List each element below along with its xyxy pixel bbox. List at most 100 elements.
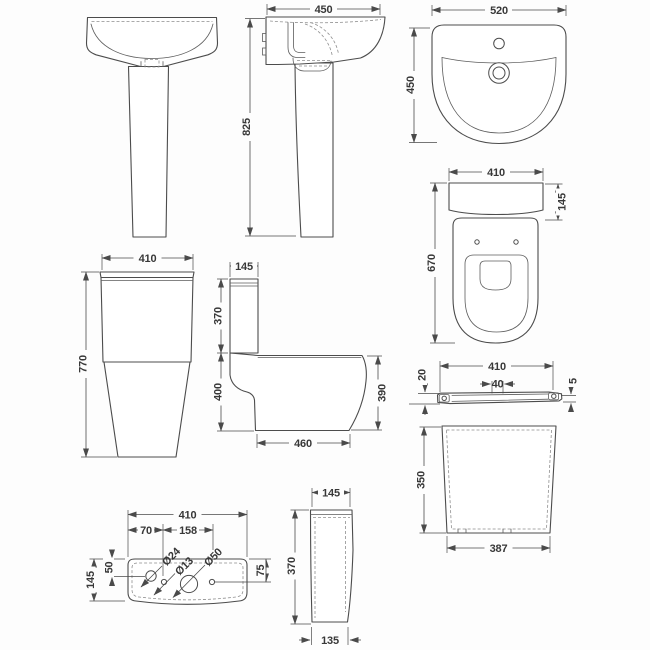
basin-top-outline [431, 24, 567, 145]
dim-label: 158 [179, 525, 197, 537]
dim-label: 70 [140, 525, 152, 537]
toilet-front-lid [99, 271, 195, 279]
dim-basin-top-depth: 450 [404, 27, 437, 143]
toilet-top-cistern [448, 182, 544, 216]
cistern-side-wall-dashed [314, 521, 346, 618]
cistern-side-view: 145 370 135 [285, 487, 361, 647]
toilet-top-bowl [452, 217, 539, 344]
dim-cistern-side-height: 370 [285, 509, 311, 625]
seat-hinge-pin [551, 393, 557, 399]
dim-label: 387 [490, 543, 508, 555]
toilet-side-cistern-lid-lines [229, 282, 259, 287]
dim-label: 135 [321, 635, 339, 647]
cistern-hole-24 [145, 570, 157, 582]
pan-rear-feet-ticks [457, 528, 512, 534]
dim-label: 460 [294, 438, 312, 450]
basin-front-pedestal [127, 65, 170, 238]
dim-seat-width: 410 [439, 360, 554, 392]
cistern-plan-inner-dashed [131, 562, 244, 601]
basin-front-view [85, 16, 219, 238]
dim-label: 50 [103, 562, 115, 574]
dim-pan-rear-width: 387 [446, 536, 551, 555]
seat-hinge-hole [474, 239, 480, 245]
toilet-front-base [103, 361, 191, 458]
dim-basin-side-height: 825 [240, 18, 296, 237]
basin-side-bracket-notch [262, 33, 267, 42]
dim-cistern-side-base-depth: 135 [299, 627, 361, 647]
dim-label: 350 [415, 471, 427, 489]
cistern-hole-50 [179, 574, 199, 594]
dim-seat-hinge-drop: 20 [409, 365, 440, 415]
basin-tap-hole-inner [492, 66, 506, 80]
dim-label: 770 [77, 355, 89, 373]
dim-label: 400 [212, 383, 224, 401]
basin-side-trap-lip [292, 57, 332, 72]
pan-rear-inner-dashed [446, 429, 552, 530]
dim-toilet-top-cistern-depth: 145 [545, 183, 568, 221]
dim-toilet-front-width: 410 [101, 252, 194, 270]
toilet-top-flush-area [479, 260, 512, 291]
dim-cistern-plan-offsets: 70 158 [127, 524, 214, 576]
dim-toilet-side-cistern-height: 370 [212, 278, 228, 354]
dim-label: 145 [322, 487, 340, 499]
basin-side-bowl-dashed [304, 22, 339, 58]
basin-side-rim-dashed [269, 19, 382, 24]
toilet-side-pan [229, 352, 367, 432]
basin-front-ledge-ticks [140, 61, 164, 67]
basin-overflow-hole [493, 37, 505, 50]
cistern-hole-side [208, 578, 216, 586]
dim-label: 670 [426, 254, 438, 272]
dim-toilet-top-width: 410 [448, 166, 544, 181]
dim-seat-edge-thickness: 5 [561, 375, 579, 412]
dim-label: 450 [405, 76, 417, 94]
dim-basin-top-width: 520 [431, 4, 567, 17]
dim-label: 75 [255, 565, 267, 577]
dim-cistern-plan-side-offset: 75 [215, 558, 271, 583]
dim-label: 5 [567, 378, 579, 384]
dim-label: 410 [179, 509, 197, 521]
toilet-side-view: 145 370 400 390 [212, 260, 388, 450]
seat-profile-view: 410 40 20 5 [409, 360, 579, 415]
basin-side-bracket-notch [262, 47, 267, 56]
seat-hinge-pin [441, 395, 447, 401]
toilet-top-seat-ring [464, 254, 529, 333]
dim-cistern-side-top-depth: 145 [311, 487, 351, 507]
pan-rear-view: 350 387 [415, 425, 557, 555]
toilet-front-view: 410 770 [77, 252, 195, 458]
dim-cistern-plan-width: 410 [127, 509, 248, 557]
pan-rear-outline [441, 425, 557, 534]
basin-side-pedestal [294, 62, 334, 238]
dim-label: 410 [488, 361, 506, 373]
seat-profile-inner-lines [451, 393, 549, 402]
dim-pan-rear-height: 350 [415, 426, 446, 534]
dim-seat-hinge-centres: 40 [480, 379, 515, 394]
toilet-top-view: 410 145 670 [425, 166, 568, 344]
toilet-side-cistern [229, 278, 259, 354]
dim-label: 825 [241, 118, 253, 136]
cistern-plan-view: 410 70 158 Ø24 Ø13 Ø50 [84, 509, 271, 605]
dim-toilet-top-depth: 670 [425, 182, 455, 344]
dim-label: 370 [286, 557, 298, 575]
basin-front-outline [85, 16, 219, 68]
dim-label: 370 [212, 307, 224, 325]
dim-label: 410 [487, 167, 505, 179]
dim-cistern-plan-depth: 145 [84, 558, 125, 602]
dim-label: 410 [139, 253, 157, 265]
dim-toilet-side-cistern-depth: 145 [229, 260, 259, 277]
basin-top-view: 520 450 [404, 4, 567, 145]
dim-label: 145 [85, 571, 97, 589]
dim-toilet-side-pan-height: 400 [212, 352, 254, 432]
dim-label: 40 [492, 379, 504, 391]
basin-top-inner-bowl [441, 57, 557, 134]
dim-basin-side-width: 450 [266, 3, 381, 16]
basin-front-overflow-dashed [144, 59, 160, 68]
cistern-hole-13 [160, 578, 168, 586]
dim-label: 20 [416, 369, 428, 381]
toilet-front-body [100, 276, 194, 363]
basin-side-overflow-hook [287, 22, 306, 58]
dim-toilet-side-pan-depth: 460 [256, 434, 351, 450]
basin-side-ledge-dashed [297, 60, 331, 67]
dim-toilet-front-height: 770 [77, 271, 117, 458]
